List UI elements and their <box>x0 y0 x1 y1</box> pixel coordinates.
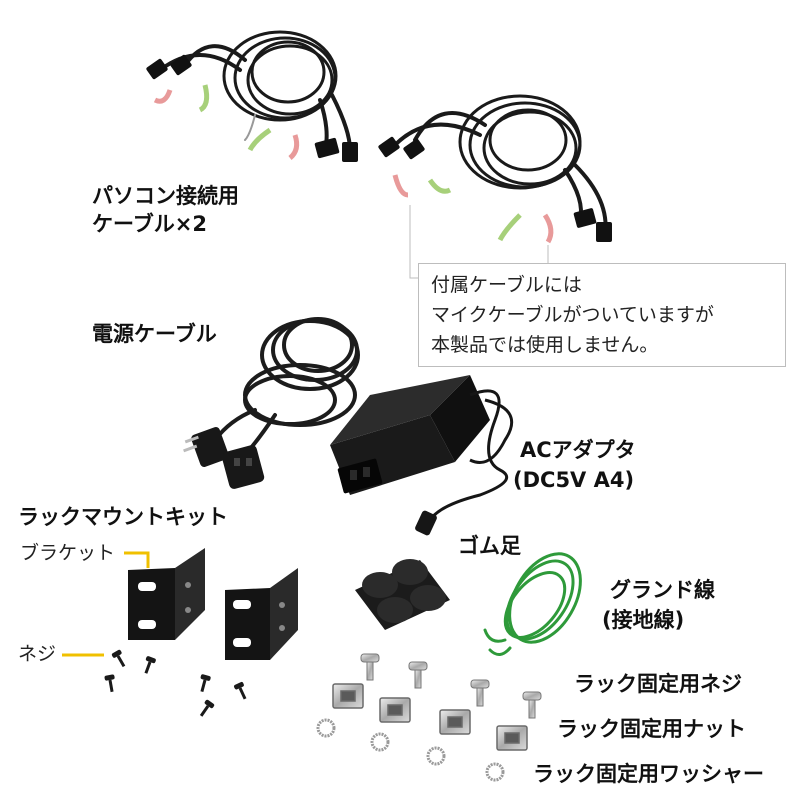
bracket-screws <box>104 649 247 717</box>
ground-wire-label-line1: グランド線 <box>610 578 715 602</box>
power-plugs <box>183 427 265 489</box>
kvm-cable-set-1 <box>158 30 352 152</box>
note-line-1: 付属ケーブルには <box>431 274 582 296</box>
bracket-label: ブラケット <box>20 542 116 564</box>
note-line-3: 本製品では使用しません。 <box>431 334 659 356</box>
rack-bracket-left <box>128 548 205 640</box>
rack-washers <box>316 718 505 782</box>
rack-bracket-right <box>225 568 298 660</box>
note-line-2: マイクケーブルがついていますが <box>431 304 714 326</box>
power-cable-label: 電源ケーブル <box>92 322 217 346</box>
kvm-connectors-1 <box>146 54 358 162</box>
screw-label: ネジ <box>18 643 57 665</box>
ground-wire <box>483 552 582 656</box>
rubber-feet <box>355 559 450 630</box>
power-cable <box>213 317 360 462</box>
rack-screws <box>360 653 542 719</box>
rack-kit-label: ラックマウントキット <box>18 505 228 529</box>
kvm-connectors-2 <box>378 136 612 244</box>
rack-nuts <box>332 683 528 751</box>
ac-adapter-label-line1: ACアダプタ <box>520 438 636 462</box>
note-leader-lines <box>409 205 549 279</box>
ac-adapter <box>330 375 514 536</box>
rack-nut-label: ラック固定用ナット <box>557 717 746 741</box>
rubber-feet-label: ゴム足 <box>458 534 521 558</box>
pc-cable-label-line2: ケーブル×2 <box>92 212 207 236</box>
accent-lines <box>62 551 150 657</box>
note-box: 付属ケーブルには マイクケーブルがついていますが 本製品では使用しません。 <box>418 263 786 367</box>
rack-screw-label: ラック固定用ネジ <box>574 672 742 696</box>
rack-washer-label: ラック固定用ワッシャー <box>533 762 764 786</box>
ground-wire-label-line2: (接地線) <box>602 608 685 632</box>
pc-cable-label-line1: パソコン接続用 <box>92 184 239 208</box>
ac-adapter-label-line2: (DC5V A4) <box>513 468 635 492</box>
